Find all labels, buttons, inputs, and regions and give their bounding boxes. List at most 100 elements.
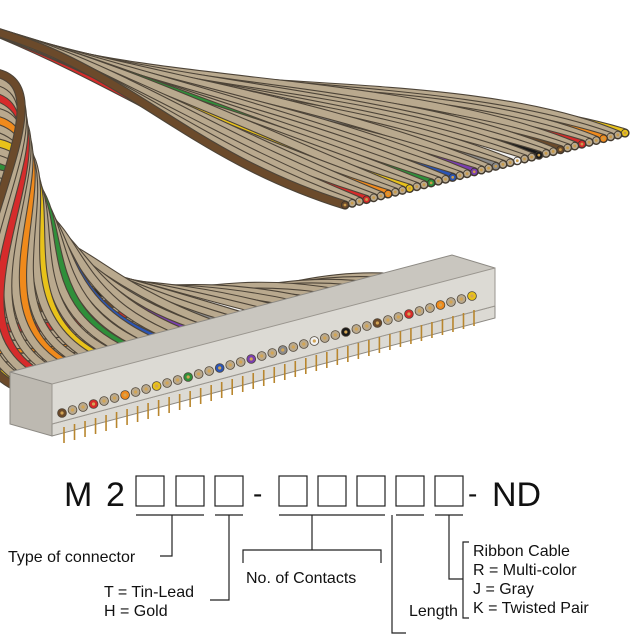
contact-core [186,375,190,379]
contact-core [112,396,117,400]
wire-core [587,140,591,144]
contact-core [344,330,348,334]
wire-core [480,168,483,172]
pn-dash-1: - [253,478,262,509]
contact-core [123,393,127,397]
contact-core [459,297,464,301]
contact-core [333,333,337,337]
wire-core [401,188,404,192]
wire-core [379,194,383,198]
contact-core [228,363,232,367]
wire-core [365,198,368,201]
label-plating-tin: T = Tin-Lead [104,584,194,601]
wire-core [350,201,354,205]
connector-face [51,267,496,425]
wire-core [501,162,505,166]
pn-boxes-right [278,475,464,507]
contact-core [239,360,243,364]
label-cable-k: K = Twisted Pair [473,600,589,617]
contact-core [449,300,453,304]
pn-boxes-left [135,475,244,507]
wire-core [558,148,562,152]
pn-prefix-m: M [64,476,92,514]
contact-core [70,408,75,412]
pn-prefix-2: 2 [106,476,125,514]
label-cable-title: Ribbon Cable [473,543,570,560]
wire-core [357,199,361,203]
wire-core [458,174,462,177]
contact-core [144,387,148,391]
contact-core [155,384,159,388]
label-cable-r: R = Multi-color [473,562,577,579]
contact-core [302,342,306,346]
pn-box [356,475,386,507]
wire-core [530,155,534,159]
wire-core [487,166,490,170]
label-type-of-connector: Type of connector [8,549,136,566]
upper-ribbon-cable [0,28,630,210]
wire-core [616,133,620,137]
contact-core [165,381,169,385]
wire-core [544,151,548,155]
wire-core [444,177,447,181]
contact-core [417,309,422,313]
label-contacts: No. of Contacts [246,570,356,587]
wire [0,70,41,399]
pn-dash-2: - [468,478,477,509]
wire-core [551,150,555,153]
contact-core [197,372,201,376]
contact-core [218,366,222,370]
wire-core [602,137,605,140]
wire-core [465,172,469,176]
wire-core [566,146,569,150]
wire-core [515,159,519,163]
label-length: Length [409,603,458,620]
contact-core [365,324,369,328]
contact-core [291,345,295,349]
contact-core [249,357,253,361]
wire-core [386,192,390,196]
pn-box [434,475,464,507]
wire [0,29,349,209]
contact-core [407,312,411,316]
wire-core [393,190,397,194]
wire-core [372,196,376,200]
pn-box [135,475,165,507]
contact-core [260,354,264,358]
wire-core [623,131,627,135]
contact-core [102,399,106,403]
contact-core [396,315,401,319]
wire-core [436,179,440,183]
contact-core [270,351,274,355]
contact-core [176,378,180,382]
contact-core [438,303,443,307]
idc-socket-connector [9,254,496,443]
wire-core [415,185,419,188]
contact-core [60,411,64,415]
contact-core [312,339,316,343]
wire-core [594,138,598,142]
leader-lines [136,514,469,634]
wire-core [573,144,577,148]
contact-core [375,321,379,325]
wire-core [508,161,512,164]
contact-core [133,390,138,394]
pn-box [214,475,244,507]
contact-core [386,318,390,322]
pn-box [175,475,205,507]
pn-suffix: ND [492,476,541,514]
connector-side [9,371,53,437]
pn-box [278,475,308,507]
wire-core [422,183,426,187]
pn-box [317,475,347,507]
contact-core [470,294,474,298]
wire-core [580,142,584,146]
wire-core [609,135,613,139]
contact-core [354,327,358,331]
wire-core [472,170,476,174]
label-plating-gold: H = Gold [104,603,168,620]
label-cable-j: J = Gray [473,581,534,598]
